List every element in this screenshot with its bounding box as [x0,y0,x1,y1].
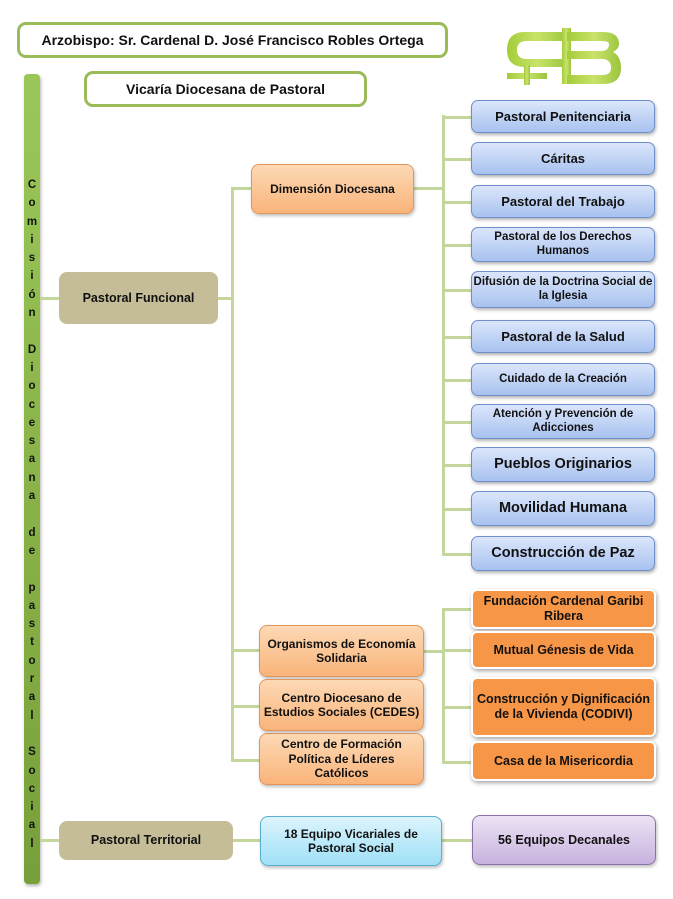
dimension-item[interactable]: Pastoral de la Salud [471,320,655,353]
sidebar-letter: c [28,398,36,411]
connector [442,464,472,467]
cedes-box[interactable]: Centro Diocesano de Estudios Sociales (C… [259,679,424,731]
connector [442,839,472,842]
connector [233,839,260,842]
connector [442,608,445,763]
sidebar-letter [30,725,33,743]
connector [231,705,259,708]
sidebar-letter: l [30,709,34,722]
connector [442,244,472,247]
connector [414,187,444,190]
dimension-item[interactable]: Cáritas [471,142,655,175]
pastoral-funcional-box[interactable]: Pastoral Funcional [59,272,218,324]
sidebar-letter: a [28,453,36,466]
organismos-box[interactable]: Organismos de Economía Solidaria [259,625,424,677]
sidebar-letter: S [28,746,36,759]
sidebar-letter: D [27,343,37,356]
connector [442,379,472,382]
sidebar-letter: c [28,782,36,795]
dimension-item[interactable]: Difusión de la Doctrina Social de la Igl… [471,271,655,308]
connector [231,649,259,652]
sidebar-letter: s [28,435,36,448]
dimension-item[interactable]: Movilidad Humana [471,491,655,526]
sidebar-letter: a [28,490,36,503]
connector [442,158,472,161]
dimension-item[interactable]: Pastoral de los Derechos Humanos [471,227,655,262]
connector [442,508,472,511]
connector [231,187,234,761]
connector [231,187,251,190]
dimension-item[interactable]: Construcción de Paz [471,536,655,571]
organism-item[interactable]: Construcción y Dignificación de la Vivie… [471,677,656,737]
connector [424,650,444,653]
sidebar-letter: o [28,380,36,393]
sidebar-letter: n [28,471,36,484]
dimension-diocesana-box[interactable]: Dimensión Diocesana [251,164,414,214]
organism-item[interactable]: Mutual Génesis de Vida [471,631,656,669]
connector [442,421,472,424]
connector [231,759,259,762]
sidebar-letter: ó [28,288,36,301]
sidebar-letter [30,560,33,578]
dimension-item[interactable]: Pastoral del Trabajo [471,185,655,218]
dimension-item[interactable]: Pueblos Originarios [471,447,655,482]
vicariate-title: Vicaría Diocesana de Pastoral [84,71,367,107]
sidebar-letter: s [28,618,36,631]
organism-item[interactable]: Casa de la Misericordia [471,741,656,781]
connector [40,297,60,300]
connector [442,553,472,556]
connector [442,289,472,292]
sidebar-letter [30,322,33,340]
sidebar-letter: i [30,270,34,283]
sidebar-letter: a [28,819,36,832]
sidebar-letter: a [28,691,36,704]
sidebar-letter: r [29,673,35,686]
sidebar-letter: n [28,307,36,320]
sidebar-letter: o [28,197,36,210]
connector [442,336,472,339]
dimension-item[interactable]: Atención y Prevención de Adicciones [471,404,655,439]
sidebar-letter [30,505,33,523]
sidebar-letter: o [28,764,36,777]
sidebar-letter: e [28,416,36,429]
connector [218,297,232,300]
connector [442,608,472,611]
equipos-vicariales-box[interactable]: 18 Equipo Vicariales de Pastoral Social [260,816,442,866]
connector [442,201,472,204]
cs-monogram-logo-icon [507,28,621,85]
connector [442,115,445,554]
connector [442,706,472,709]
sidebar-letter: t [30,636,34,649]
sidebar-letter: C [27,179,37,191]
sidebar-letter: i [30,233,34,246]
archbishop-title: Arzobispo: Sr. Cardenal D. José Francisc… [17,22,448,58]
sidebar-letter: d [28,526,36,539]
connector [442,761,472,764]
organism-item[interactable]: Fundación Cardenal Garibi Ribera [471,589,656,629]
sidebar-letter: p [28,581,36,594]
pastoral-territorial-box[interactable]: Pastoral Territorial [59,821,233,860]
equipos-decanales-box[interactable]: 56 Equipos Decanales [472,815,656,865]
connector [40,839,60,842]
sidebar-letter: a [28,599,36,612]
dimension-item[interactable]: Cuidado de la Creación [471,363,655,396]
sidebar-letter: i [30,361,34,374]
sidebar-letter: l [30,837,34,850]
connector [442,649,472,652]
sidebar-letter: s [28,252,36,265]
formacion-politica-box[interactable]: Centro de Formación Política de Líderes … [259,733,424,785]
connector [442,116,472,119]
dimension-item[interactable]: Pastoral Penitenciaria [471,100,655,133]
sidebar-letter: e [28,544,36,557]
sidebar-letter: o [28,654,36,667]
sidebar-letter: m [26,215,38,228]
sidebar-letter: i [30,801,34,814]
